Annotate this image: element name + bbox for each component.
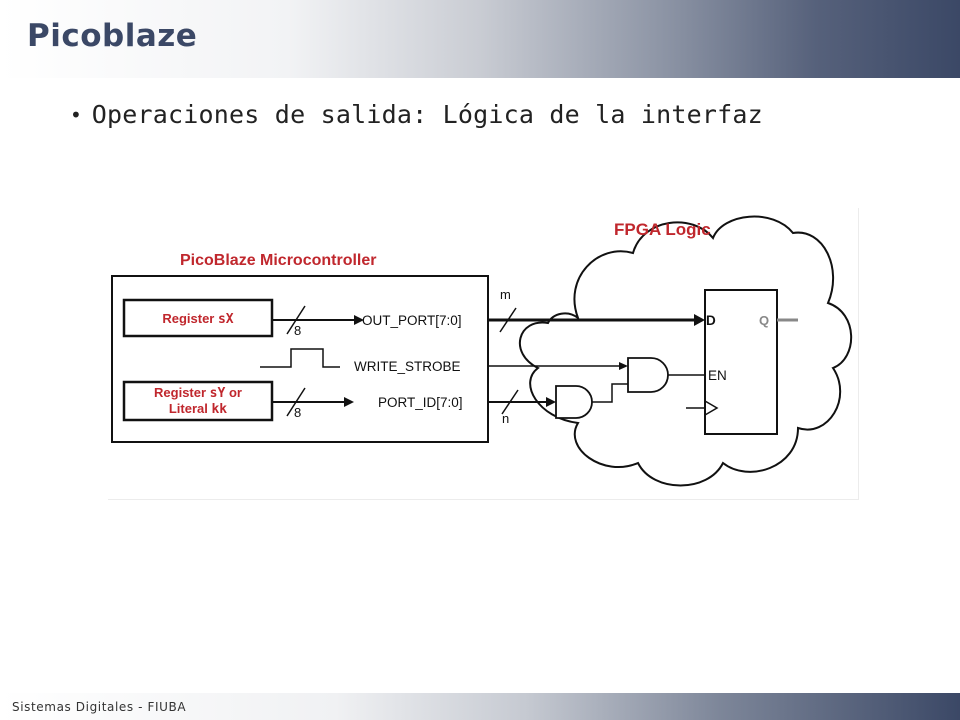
register-sx-label: Register sX xyxy=(162,311,233,327)
d-input-arrow xyxy=(694,314,705,326)
register-sx-box xyxy=(122,298,274,338)
bullet-dot-icon: • xyxy=(70,102,82,127)
bus-width-bottom: 8 xyxy=(294,405,301,420)
register-kk-label: Literal kk xyxy=(169,401,227,417)
enable-and-gate-icon xyxy=(627,357,669,393)
clock-input-icon xyxy=(704,400,719,416)
out-port-label: OUT_PORT[7:0] xyxy=(362,313,462,328)
bullet-item: • Operaciones de salida: Lógica de la in… xyxy=(70,100,763,129)
diagram-svg: FPGA Logic PicoBlaze Microcontroller Reg… xyxy=(111,215,853,487)
write-strobe-arrow xyxy=(619,362,628,370)
strobe-pulse-icon xyxy=(260,348,340,368)
bullet-text: Operaciones de salida: Lógica de la inte… xyxy=(91,100,763,129)
ff-d-label: D xyxy=(706,313,716,328)
slide-title: Picoblaze xyxy=(27,18,198,54)
interface-logic-diagram: FPGA Logic PicoBlaze Microcontroller Reg… xyxy=(108,208,859,500)
decoder-and-gate-icon xyxy=(555,385,593,419)
bus-slash-n xyxy=(501,389,519,415)
microcontroller-box xyxy=(111,275,489,443)
bus-slash-top xyxy=(286,305,306,335)
footer-bar xyxy=(0,693,960,720)
bus-n-label: n xyxy=(502,411,509,426)
port-id-label: PORT_ID[7:0] xyxy=(378,395,463,410)
write-strobe-label: WRITE_STROBE xyxy=(354,359,461,374)
microcontroller-label: PicoBlaze Microcontroller xyxy=(180,252,377,269)
flip-flop-box xyxy=(704,289,778,435)
register-sy-label: Register sY or xyxy=(154,385,242,401)
decoder-to-and-wire xyxy=(592,383,628,403)
fpga-logic-label: FPGA Logic xyxy=(614,220,711,239)
port-id-arrow xyxy=(344,397,354,407)
fpga-logic-cloud xyxy=(519,215,853,487)
footer-text: Sistemas Digitales - FIUBA xyxy=(12,700,187,714)
bus-slash-m xyxy=(499,307,517,333)
ff-en-label: EN xyxy=(708,368,727,383)
out-port-arrow xyxy=(354,315,364,325)
decoder-input-arrow xyxy=(546,397,556,407)
bus-width-top: 8 xyxy=(294,323,301,338)
title-bar xyxy=(0,0,960,78)
ff-q-label: Q xyxy=(759,313,769,328)
bus-slash-bottom xyxy=(286,387,306,417)
bus-m-label: m xyxy=(500,287,511,302)
